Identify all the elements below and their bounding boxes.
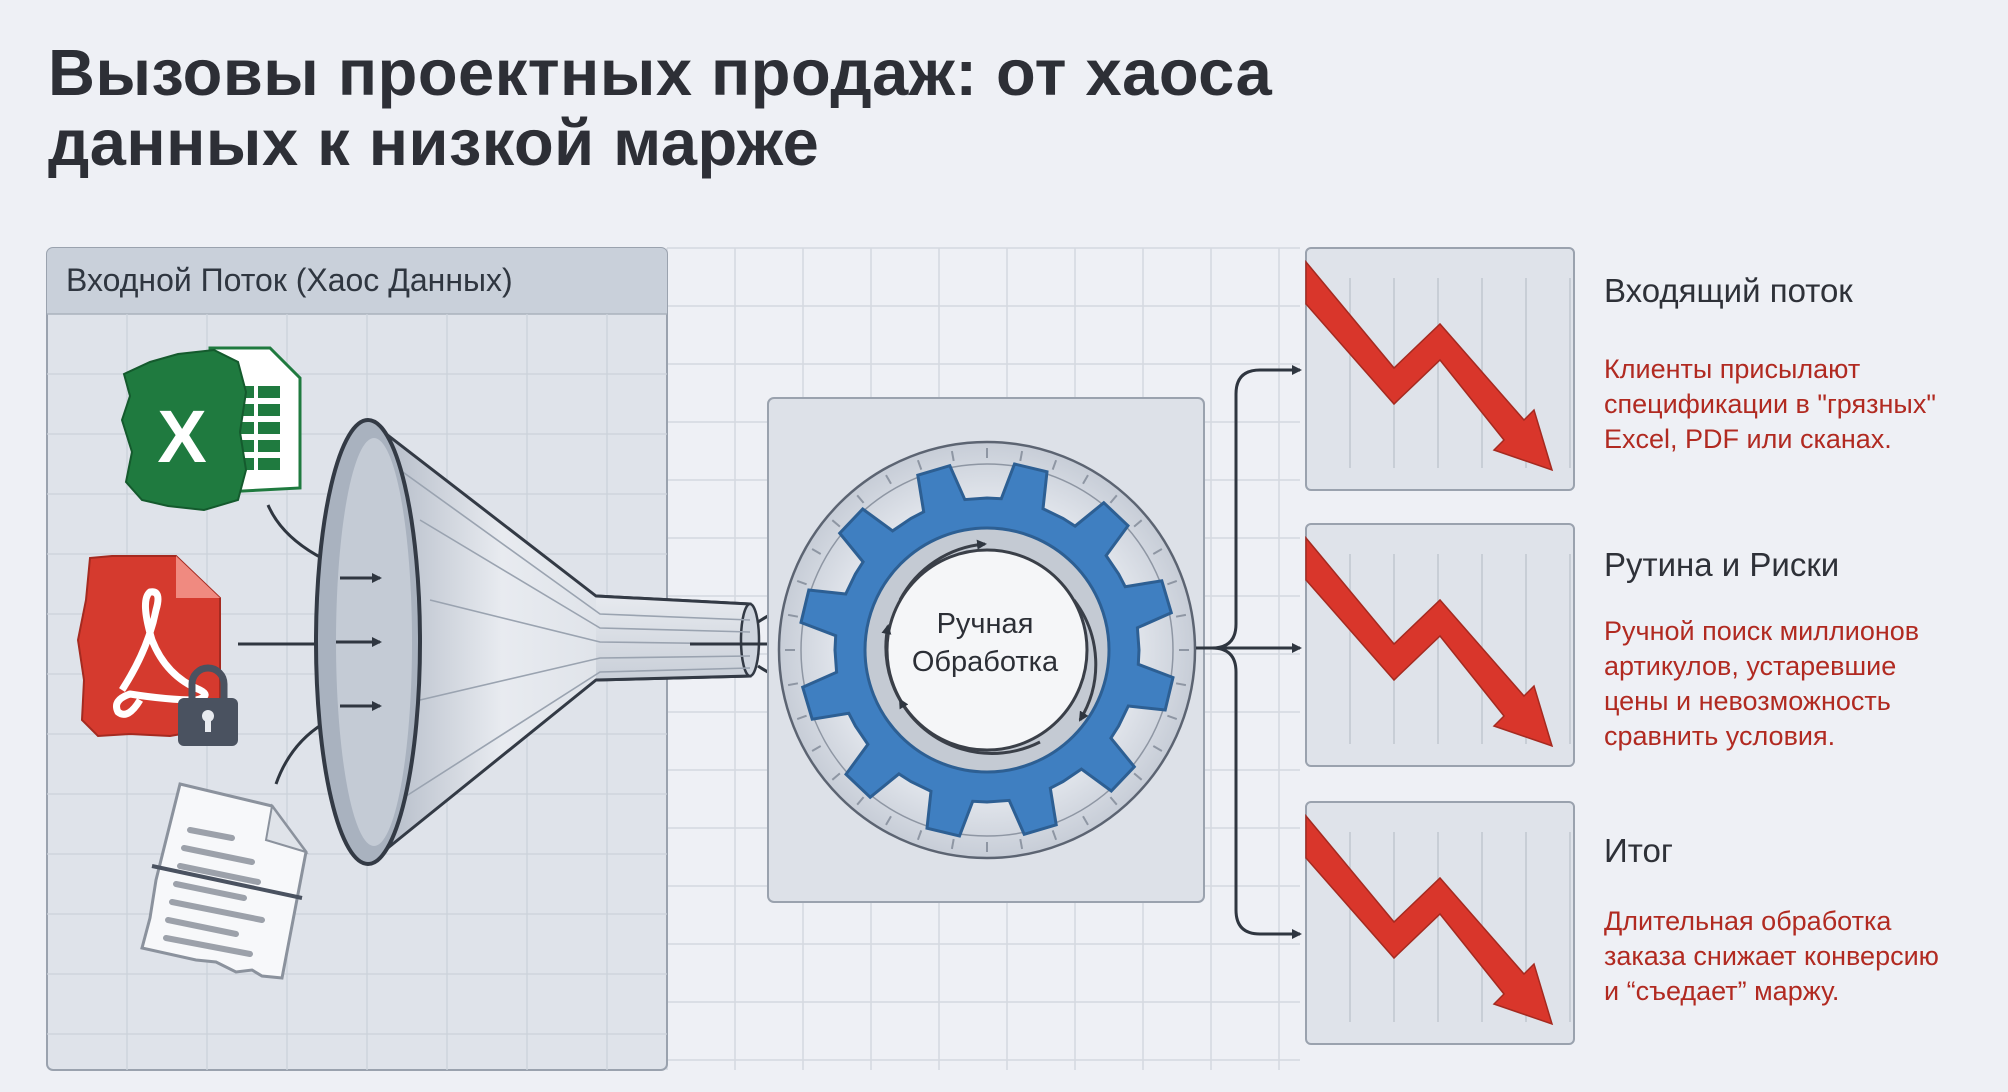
outcome-text-line: сравнить условия. (1604, 721, 1836, 751)
page-title-line-1: Вызовы проектных продаж: от хаоса (48, 36, 1273, 109)
outcome-heading-result: Итог (1604, 832, 1673, 869)
falling-trend-arrow-icon (1305, 535, 1554, 748)
outcome-text-routine-risks: Ручной поиск миллионов артикулов, устаре… (1604, 614, 1999, 754)
outcome-tile-incoming-flow (1305, 247, 1575, 491)
outcome-tile-result (1305, 801, 1575, 1045)
outcome-text-line: Ручной поиск миллионов (1604, 616, 1920, 646)
outcome-text-line: Клиенты присылают (1604, 354, 1861, 384)
processing-label-line-1: Ручная (936, 608, 1034, 640)
outcome-text-line: Длительная обработка (1604, 906, 1892, 936)
outcome-text-line: цены и невозможность (1604, 686, 1891, 716)
scanned-document-icon (140, 782, 309, 980)
outcome-text-incoming-flow: Клиенты присылают спецификации в "грязны… (1604, 352, 1999, 457)
outcome-text-line: спецификации в "грязных" (1604, 389, 1936, 419)
falling-trend-arrow-icon (1305, 813, 1554, 1026)
branch-arrows (1196, 365, 1302, 939)
gear-icon (777, 440, 1197, 860)
funnel (314, 418, 761, 866)
outcome-heading-incoming-flow: Входящий поток (1604, 272, 1853, 309)
lock-icon (178, 664, 238, 746)
outcome-tile-routine-risks (1305, 523, 1575, 767)
input-panel-header (47, 248, 667, 314)
input-panel-title: Входной Поток (Хаос Данных) (66, 262, 513, 298)
outcome-heading-routine-risks: Рутина и Риски (1604, 546, 1840, 583)
excel-file-icon: X (120, 346, 302, 512)
processing-label-line-2: Обработка (911, 646, 1059, 678)
svg-text:X: X (157, 395, 206, 478)
pdf-file-icon (76, 555, 221, 738)
outcome-text-line: заказа снижает конверсию (1604, 941, 1939, 971)
outcome-text-line: и “съедает” маржу. (1604, 976, 1840, 1006)
outcome-text-line: артикулов, устаревшие (1604, 651, 1897, 681)
processing-label: Ручная Обработка (880, 605, 1090, 681)
falling-trend-arrow-icon (1305, 259, 1554, 472)
page-title-line-2: данных к низкой марже (48, 106, 820, 179)
outcome-text-line: Excel, PDF или сканах. (1604, 424, 1892, 454)
outcome-text-result: Длительная обработка заказа снижает конв… (1604, 904, 1999, 1009)
outcome-tiles (1305, 247, 1575, 1045)
page-title: Вызовы проектных продаж: от хаоса данных… (48, 38, 1448, 178)
